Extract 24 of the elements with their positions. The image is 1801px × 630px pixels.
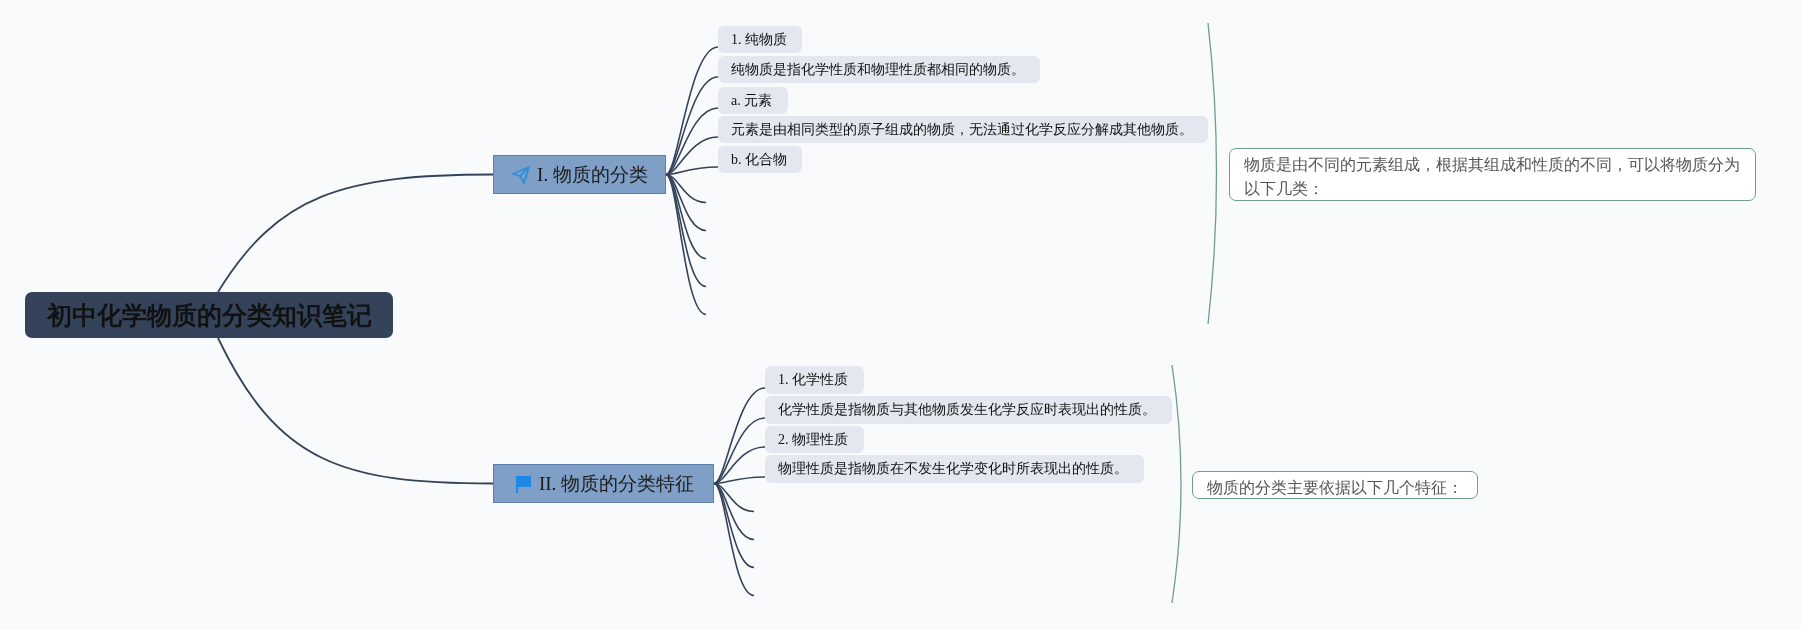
subtopic-box: 1. 化学性质: [765, 366, 864, 394]
subtopic-box: 元素是由相同类型的原子组成的物质，无法通过化学反应分解成其他物质。: [718, 116, 1208, 143]
connector-line: [217, 337, 494, 485]
topic-box: [493, 155, 666, 194]
connector-line: [713, 417, 766, 485]
subtopic-box: 物理性质是指物质在不发生化学变化时所表现出的性质。: [765, 455, 1144, 483]
central-topic-box: 初中化学物质的分类知识笔记: [25, 292, 393, 338]
topic-box: [493, 464, 714, 503]
connector-line: [665, 76, 719, 176]
summary-box: 物质是由不同的元素组成，根据其组成和性质的不同，可以将物质分为以下几类：: [1229, 148, 1756, 201]
subtopic-box: a. 元素: [718, 87, 788, 114]
subtopic-box: 化学性质是指物质与其他物质发生化学反应时表现出的性质。: [765, 396, 1172, 424]
subtopic-box: 1. 纯物质: [718, 26, 802, 53]
summary-box: 物质的分类主要依据以下几个特征：: [1192, 471, 1478, 499]
topic-label: II. 物质的分类特征: [538, 471, 695, 496]
connector-line: [217, 173, 494, 293]
subtopic-box: 2. 物理性质: [765, 426, 864, 453]
connector-line: [665, 173, 707, 316]
subtopic-box: 纯物质是指化学性质和物理性质都相同的物质。: [718, 56, 1040, 83]
subtopic-box: b. 化合物: [718, 146, 802, 173]
connector-line: [713, 482, 755, 597]
connector-line: [713, 387, 766, 485]
topic-label: I. 物质的分类: [537, 162, 648, 187]
connector-line: [665, 173, 707, 288]
